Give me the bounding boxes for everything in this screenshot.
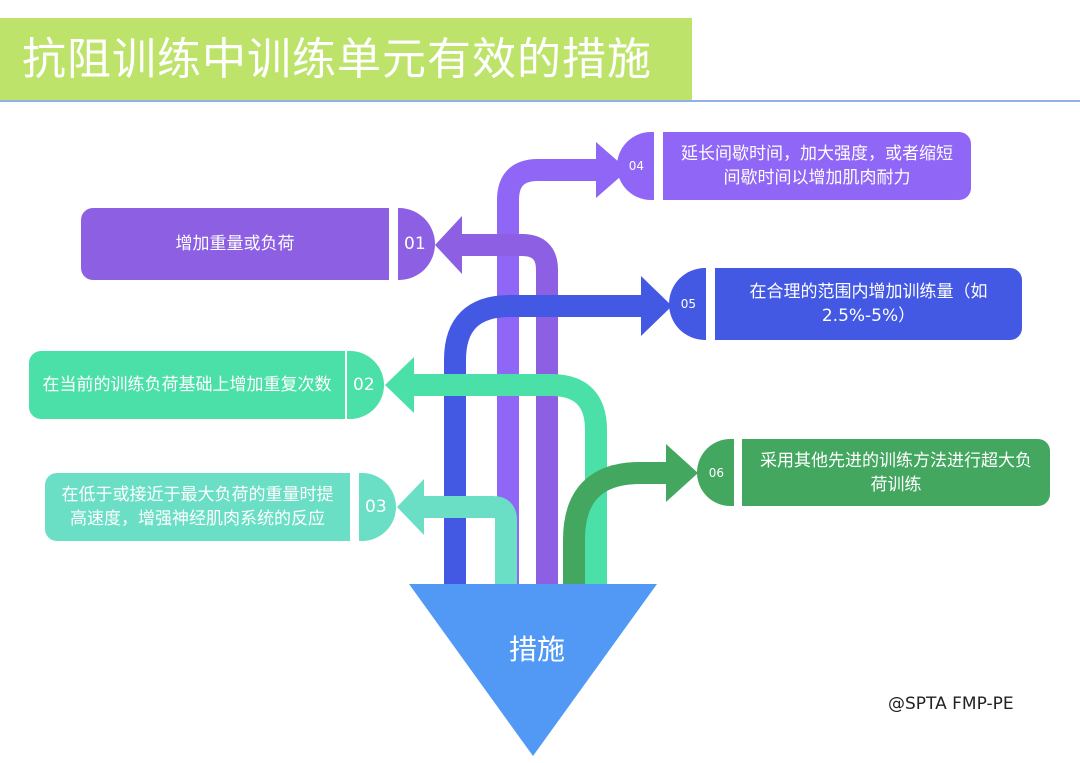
arrow-06-head xyxy=(666,444,698,502)
badge-04-number: 04 xyxy=(628,159,644,173)
card-02-text: 在当前的训练负荷基础上增加重复次数 xyxy=(42,375,332,395)
card-05: 在合理的范围内增加训练量（如2.5%-5%） xyxy=(715,268,1022,340)
arrow-06-path xyxy=(563,462,670,585)
badge-01-number: 01 xyxy=(404,234,426,254)
card-04: 延长间歇时间，加大强度，或者缩短间歇时间以增加肌肉耐力 xyxy=(663,132,971,200)
arrow-04-path xyxy=(497,159,600,585)
badge-06-number: 06 xyxy=(708,465,724,480)
card-03: 在低于或接近于最大负荷的重量时提高速度，增强神经肌肉系统的反应 xyxy=(45,473,350,541)
watermark: @SPTA FMP-PE xyxy=(888,694,1014,714)
badge-02-number: 02 xyxy=(353,375,375,395)
funnel-triangle xyxy=(409,584,657,756)
card-04-text: 延长间歇时间，加大强度，或者缩短间歇时间以增加肌肉耐力 xyxy=(681,144,953,188)
badge-03-number: 03 xyxy=(365,497,387,517)
page-title: 抗阻训练中训练单元有效的措施 xyxy=(22,34,652,85)
arrow-02-head xyxy=(385,357,414,413)
title-banner: 抗阻训练中训练单元有效的措施 xyxy=(0,18,692,100)
arrow-05-head xyxy=(641,276,672,336)
card-06: 采用其他先进的训练方法进行超大负荷训练 xyxy=(742,439,1050,506)
funnel-label: 措施 xyxy=(508,633,565,666)
arrow-03-head xyxy=(397,479,424,535)
arrow-05-path xyxy=(444,295,645,585)
card-01-text: 增加重量或负荷 xyxy=(175,234,295,254)
card-05-text: 在合理的范围内增加训练量（如2.5%-5%） xyxy=(749,282,988,326)
title-divider xyxy=(0,100,1080,102)
arrow-03-path xyxy=(420,496,517,585)
arrow-04-head xyxy=(596,142,628,198)
arrow-02-path xyxy=(410,374,607,585)
arrow-01-head xyxy=(435,216,462,274)
card-01: 增加重量或负荷 xyxy=(81,208,389,280)
badge-05-number: 05 xyxy=(680,297,696,311)
card-03-text: 在低于或接近于最大负荷的重量时提高速度，增强神经肌肉系统的反应 xyxy=(61,485,334,529)
arrow-01-path xyxy=(460,234,558,585)
card-02: 在当前的训练负荷基础上增加重复次数 xyxy=(29,351,345,419)
card-06-text: 采用其他先进的训练方法进行超大负荷训练 xyxy=(760,450,1032,495)
